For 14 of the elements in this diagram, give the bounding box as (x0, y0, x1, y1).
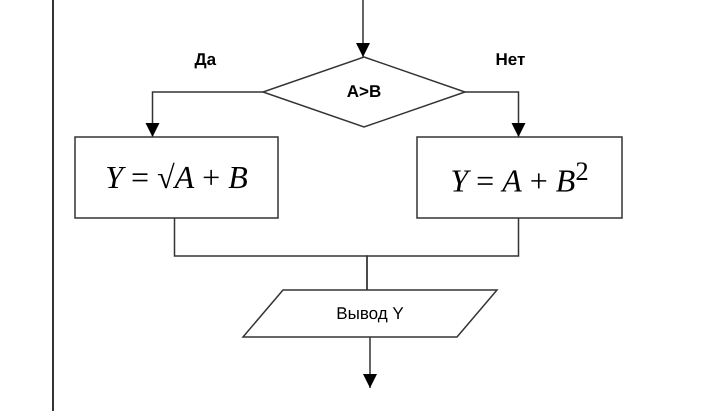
process-box (75, 137, 278, 218)
output-parallelogram (243, 290, 497, 337)
node-text: Вывод Y (336, 304, 404, 324)
formula-text: Y = √A + B (105, 159, 248, 196)
formula-text: Y = A + B$^{2}$ (450, 156, 589, 200)
arrow (363, 337, 377, 388)
arrow (356, 0, 370, 57)
edge-label: Да (192, 50, 218, 70)
arrow (465, 91, 526, 137)
process-box (417, 137, 622, 218)
node-text: A>B (346, 82, 382, 102)
connector-line (366, 218, 520, 290)
decision-diamond (263, 57, 465, 127)
arrow (146, 91, 263, 137)
